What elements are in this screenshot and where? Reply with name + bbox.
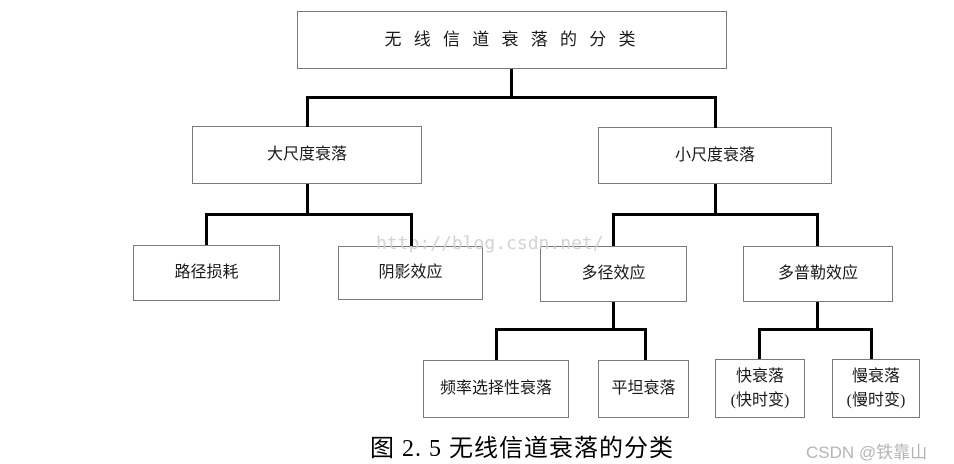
node-root-wireless-fading-classification: 无 线 信 道 衰 落 的 分 类 (297, 11, 727, 69)
node-doppler-effect: 多普勒效应 (743, 246, 893, 302)
connector-bus-small-children (612, 213, 819, 216)
connector-root-drop (510, 69, 513, 99)
connector-to-small-scale (714, 96, 717, 128)
connector-large-scale-drop (306, 184, 309, 216)
connector-bus-level2 (306, 96, 717, 99)
node-flat-fading: 平坦衰落 (598, 360, 689, 418)
figure-caption: 图 2. 5 无线信道衰落的分类 (370, 436, 674, 462)
connector-to-large-scale (306, 96, 309, 127)
node-frequency-selective-fading: 频率选择性衰落 (423, 360, 569, 418)
connector-to-slow (870, 328, 873, 359)
connector-bus-multipath-children (495, 328, 647, 331)
node-small-scale-fading: 小尺度衰落 (598, 127, 832, 184)
node-large-scale-fading: 大尺度衰落 (192, 126, 422, 184)
connector-bus-large-children (205, 213, 413, 216)
connector-to-multipath (612, 213, 615, 246)
node-multipath-effect: 多径效应 (540, 246, 687, 302)
node-fast-fading: 快衰落 (快时变) (715, 359, 805, 418)
connector-to-shadowing (410, 213, 413, 246)
node-slow-fading: 慢衰落 (慢时变) (832, 359, 920, 418)
node-shadowing-effect: 阴影效应 (338, 246, 483, 300)
connector-to-flat (644, 328, 647, 360)
csdn-attribution: CSDN @铁靠山 (806, 443, 928, 462)
connector-doppler-drop (816, 302, 819, 331)
connector-multipath-drop (612, 302, 615, 331)
node-path-loss: 路径损耗 (133, 245, 280, 301)
connector-to-fast (758, 328, 761, 359)
connector-bus-doppler-children (758, 328, 873, 331)
connector-to-doppler (816, 213, 819, 246)
connector-small-scale-drop (714, 184, 717, 216)
connector-to-freq-selective (495, 328, 498, 360)
connector-to-path-loss (205, 213, 208, 245)
